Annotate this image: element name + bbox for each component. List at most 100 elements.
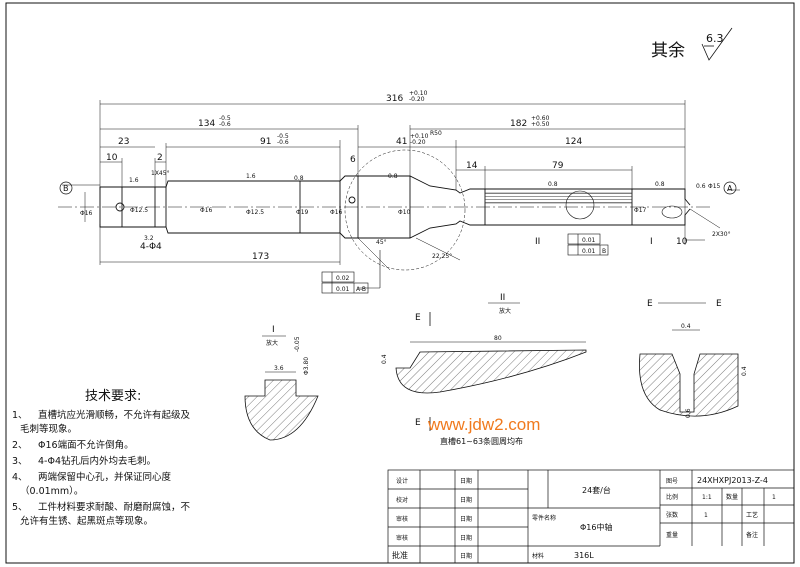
svg-text:I: I [272, 325, 275, 335]
requirement-number: 1、 [12, 410, 28, 421]
watermark: www.jdw2.com [427, 415, 540, 434]
svg-text:24套/台: 24套/台 [582, 485, 611, 495]
dimension-texts: 316 +0.10 -0.20 134 -0.5 -0.6 182 +0.60 … [80, 90, 731, 262]
svg-text:审核: 审核 [396, 534, 408, 542]
svg-text:审核: 审核 [396, 515, 408, 523]
svg-text:1.6: 1.6 [246, 173, 256, 180]
svg-text:4-Φ4: 4-Φ4 [140, 242, 162, 252]
svg-text:1: 1 [772, 494, 776, 501]
svg-text:45°: 45° [376, 239, 387, 246]
requirement-line: Φ16端面不允许倒角。 [38, 439, 134, 451]
datum-b: B [59, 181, 73, 195]
svg-text:日期: 日期 [460, 496, 472, 504]
svg-text:0.4: 0.4 [681, 323, 691, 330]
tol1-b: 0.01 [336, 286, 350, 293]
svg-text:0.8: 0.8 [294, 175, 304, 182]
svg-text:Φ19: Φ19 [296, 209, 309, 216]
svg-text:重量: 重量 [666, 531, 678, 539]
svg-text:日期: 日期 [460, 534, 472, 542]
svg-text:放大: 放大 [266, 339, 278, 347]
svg-text:+0.60: +0.60 [531, 115, 550, 122]
svg-text:批准: 批准 [392, 550, 408, 560]
svg-text:日期: 日期 [460, 477, 472, 485]
svg-text:图号: 图号 [666, 478, 678, 485]
svg-text:23: 23 [118, 137, 129, 147]
detail-ii-view: II 放大 E 80 0.4 E [381, 293, 587, 431]
svg-text:0.4: 0.4 [741, 366, 748, 376]
svg-text:Φ12.5: Φ12.5 [130, 207, 148, 214]
tol2-a: 0.01 [582, 237, 596, 244]
svg-text:II: II [500, 293, 505, 303]
datum-a: A [723, 181, 737, 195]
tol2-b: 0.01 [582, 248, 596, 255]
svg-text:E: E [415, 418, 421, 428]
svg-text:比例: 比例 [666, 493, 678, 501]
svg-text:A: A [727, 184, 733, 193]
requirement-line: 允许有生锈、起黑斑点等现象。 [20, 515, 153, 527]
svg-text:-0.6: -0.6 [277, 139, 289, 146]
roughness-symbol [701, 27, 733, 61]
svg-text:B: B [63, 184, 69, 193]
svg-text:14: 14 [466, 161, 478, 171]
svg-text:+0.10: +0.10 [409, 90, 428, 97]
requirement-line: （0.01mm）。 [20, 485, 83, 497]
svg-text:数量: 数量 [726, 493, 738, 501]
svg-text:1: 1 [704, 512, 708, 519]
requirement-line: 毛刺等现象。 [20, 423, 77, 435]
view-ii-marker: II [535, 237, 540, 247]
svg-text:79: 79 [552, 161, 564, 171]
requirement-number: 4、 [12, 472, 28, 483]
svg-text:-0.20: -0.20 [410, 139, 426, 146]
svg-text:材料: 材料 [532, 552, 544, 560]
svg-text:0.6: 0.6 [696, 183, 706, 190]
svg-text:放大: 放大 [499, 307, 511, 315]
roughness-label: 其余 [651, 41, 685, 61]
svg-text:134: 134 [198, 119, 215, 129]
svg-text:1.6: 1.6 [129, 177, 139, 184]
svg-text:6: 6 [350, 155, 356, 165]
title-block [387, 469, 795, 564]
shaft-main-view [58, 149, 712, 271]
svg-text:R50: R50 [430, 130, 442, 137]
svg-text:Φ3.80: Φ3.80 [303, 357, 310, 375]
tol2-ref: B [602, 248, 606, 255]
svg-text:-0.5: -0.5 [219, 115, 231, 122]
svg-text:Φ16: Φ16 [200, 207, 213, 214]
svg-text:Φ16中轴: Φ16中轴 [580, 522, 612, 532]
svg-text:3.2: 3.2 [144, 235, 154, 242]
svg-text:124: 124 [565, 137, 582, 147]
requirements-title: 技术要求: [85, 389, 141, 404]
svg-text:-0.05: -0.05 [294, 336, 301, 352]
svg-text:316: 316 [386, 94, 403, 104]
svg-text:E: E [716, 299, 722, 309]
svg-text:设计: 设计 [396, 477, 408, 485]
svg-text:张数: 张数 [666, 511, 678, 519]
section-note: 直槽61~63条圆周均布 [440, 436, 523, 446]
svg-text:Φ12.5: Φ12.5 [246, 209, 264, 216]
tol1-a: 0.02 [336, 275, 350, 282]
svg-text:22.25°: 22.25° [432, 253, 452, 260]
svg-text:Φ16: Φ16 [80, 210, 93, 217]
svg-text:0.8: 0.8 [655, 181, 665, 188]
svg-text:10: 10 [106, 153, 118, 163]
requirement-line: 4-Φ4钻孔后内外均去毛刺。 [38, 455, 156, 467]
requirement-number: 3、 [12, 456, 28, 467]
svg-text:E: E [647, 299, 653, 309]
svg-text:-0.20: -0.20 [409, 96, 425, 103]
requirement-number: 2、 [12, 440, 28, 451]
svg-text:24XHXPJ2013-Z-4: 24XHXPJ2013-Z-4 [697, 476, 768, 485]
svg-text:Φ15: Φ15 [708, 183, 721, 190]
svg-text:校对: 校对 [396, 496, 408, 504]
svg-text:2: 2 [157, 153, 163, 163]
tol1-ref: A-B [356, 286, 366, 293]
svg-text:0.8: 0.8 [388, 173, 398, 180]
svg-text:80: 80 [494, 335, 502, 342]
svg-text:日期: 日期 [460, 552, 472, 560]
svg-text:1:1: 1:1 [702, 494, 712, 501]
svg-text:-0.6: -0.6 [219, 121, 231, 128]
tolerance-frame-2 [567, 233, 609, 256]
svg-text:零件名称: 零件名称 [532, 514, 556, 522]
svg-text:+0.10: +0.10 [410, 133, 429, 140]
requirement-line: 直槽坑应光滑顺畅，不允许有起级及 [38, 409, 191, 421]
